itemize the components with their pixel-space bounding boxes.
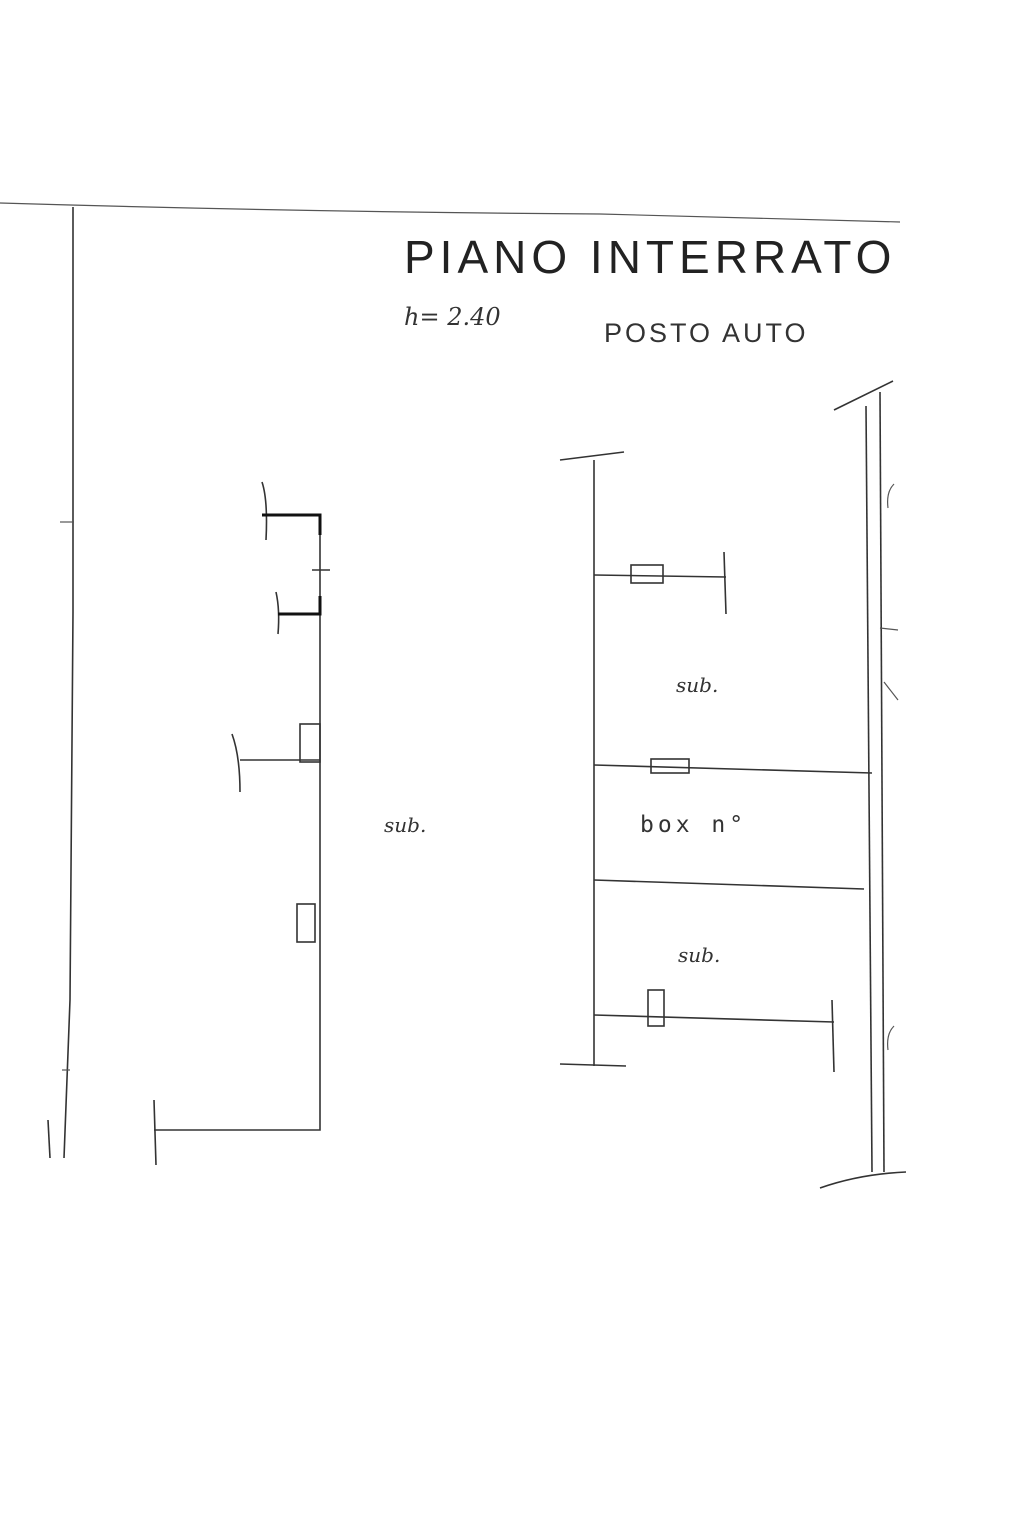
ceiling-height-note: h= 2.40 (404, 303, 501, 331)
sub-mark-lower: sub. (678, 943, 720, 967)
lower-box-door (647, 989, 665, 1027)
right-boundary-wall (819, 380, 907, 1189)
plan-title: PIANO INTERRATO (404, 231, 896, 283)
plan-subtitle: POSTO AUTO (604, 318, 809, 348)
sheet-border (0, 202, 901, 1159)
middle-box-door (650, 758, 690, 774)
parking-box-layout (559, 451, 873, 1073)
sub-mark-upper: sub. (676, 673, 718, 697)
left-door-lower (296, 903, 316, 943)
sub-mark-left: sub. (384, 813, 426, 837)
upper-box-door (630, 564, 664, 584)
left-unit-walls (47, 481, 330, 1166)
left-door-upper (299, 723, 321, 763)
box-number-label: box n° (640, 812, 747, 838)
